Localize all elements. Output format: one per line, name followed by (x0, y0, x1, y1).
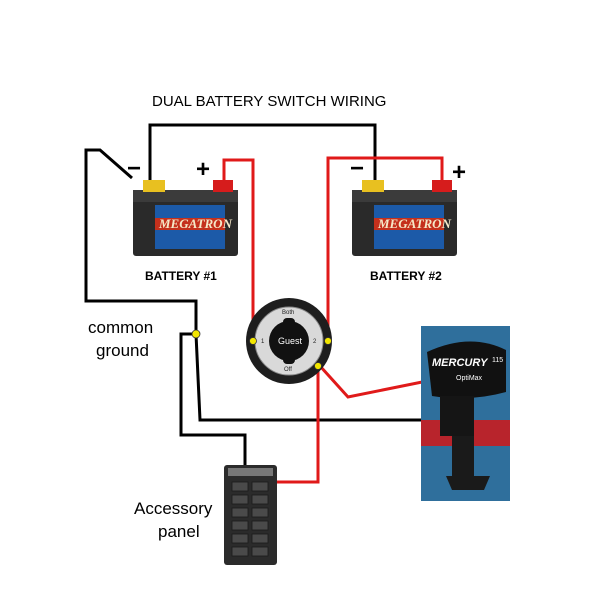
fuse-slot (231, 520, 249, 531)
fuse-slot (231, 507, 249, 518)
accessory-panel-label-line1: Accessory (134, 499, 213, 518)
fuse-slot (251, 520, 269, 531)
switch-off-label: Off (284, 367, 292, 373)
battery2-brand: MEGATRON (377, 216, 452, 231)
battery2-positive-wire (326, 156, 444, 340)
fuse-slot (251, 507, 269, 518)
battery-2: MEGATRON (352, 180, 457, 256)
fuse-slot (231, 546, 249, 557)
fuse-slot (251, 533, 269, 544)
diagram-title: DUAL BATTERY SWITCH WIRING (152, 93, 386, 110)
common-ground-label-line1: common (88, 318, 153, 337)
switch-terminal-2 (324, 337, 332, 345)
common-ground-label-line2: ground (96, 341, 149, 360)
outboard-motor: MERCURY 115 OptiMax (421, 326, 510, 501)
switch-common-terminal (314, 362, 322, 370)
fuse-slot (231, 494, 249, 505)
battery2-plus-sign: + (452, 159, 466, 186)
positive-wires (222, 156, 444, 484)
accessory-fuse-panel (224, 465, 277, 565)
wire-junctions (191, 329, 332, 370)
panel-ground-wire (179, 332, 247, 468)
switch-pos2-label: 2 (313, 339, 317, 345)
battery1-positive-wire (222, 158, 255, 340)
switch-to-motor-wire (318, 364, 433, 399)
fuse-slot (251, 546, 269, 557)
battery1-ground-wire (84, 148, 198, 332)
battery1-brand: MEGATRON (158, 216, 233, 231)
fuse-slot (251, 494, 269, 505)
motor-brand: MERCURY (432, 357, 489, 369)
switch-pos1-label: 1 (261, 339, 265, 345)
switch-both-label: Both (282, 310, 294, 316)
motor-ground-wire (194, 333, 430, 422)
fuse-slot (231, 481, 249, 492)
battery2-label: BATTERY #2 (370, 269, 442, 283)
battery1-minus-sign: − (127, 155, 141, 182)
battery-selector-switch[interactable]: Guest Both 1 2 Off (246, 298, 332, 384)
battery-1: MEGATRON (133, 180, 238, 256)
accessory-panel-label-line2: panel (158, 522, 200, 541)
motor-horsepower: 115 (492, 357, 503, 364)
switch-brand: Guest (278, 336, 303, 346)
battery1-plus-sign: + (196, 156, 210, 183)
motor-model: OptiMax (456, 375, 483, 382)
switch-to-panel-wire (263, 366, 320, 484)
switch-terminal-1 (249, 337, 257, 345)
battery2-minus-sign: − (350, 155, 364, 182)
common-ground-junction (191, 329, 201, 339)
battery1-label: BATTERY #1 (145, 269, 217, 283)
fuse-slot (251, 481, 269, 492)
fuse-slot (231, 533, 249, 544)
